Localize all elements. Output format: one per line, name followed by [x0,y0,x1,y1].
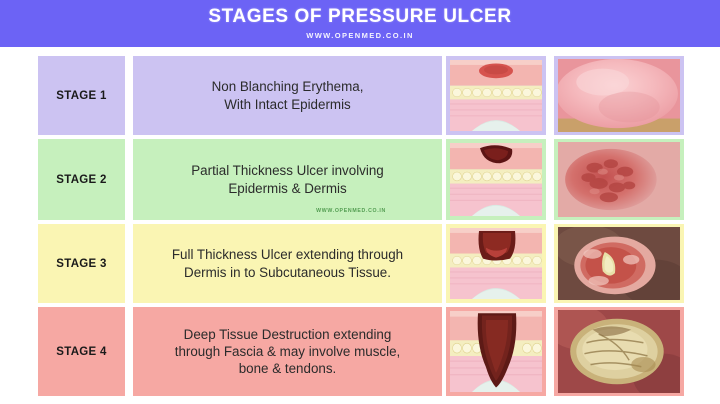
stage-description-2: Partial Thickness Ulcer involving Epider… [133,139,442,220]
stage-description-4: Deep Tissue Destruction extending throug… [133,307,442,396]
clinical-photo-stage-1 [554,56,684,135]
description-line: With Intact Epidermis [224,96,351,112]
table-row-stage-4: STAGE 4 Deep Tissue Destruction extendin… [0,307,720,396]
watermark-url: WWW.OPENMED.CO.IN [316,208,386,215]
stage-label-4: STAGE 4 [38,307,125,396]
stage-label-1: STAGE 1 [38,56,125,135]
skin-cross-section-stage-2 [446,139,546,220]
table-row-stage-2: STAGE 2 Partial Thickness Ulcer involvin… [0,139,720,220]
wound-photo-image [558,59,680,132]
clinical-photo-stage-2 [554,139,684,220]
wound-photo-image [558,310,680,393]
header-website-url: WWW.OPENMED.CO.IN [306,31,414,40]
wound-photo-image [558,227,680,300]
skin-cross-section-stage-3 [446,224,546,303]
stage-description-3: Full Thickness Ulcer extending through D… [133,224,442,303]
stage-description-1: Non Blanching Erythema, With Intact Epid… [133,56,442,135]
description-line: Epidermis & Dermis [228,180,347,196]
clinical-photo-stage-4 [554,307,684,396]
header-banner: STAGES OF PRESSURE ULCER WWW.OPENMED.CO.… [0,0,720,47]
description-line: Non Blanching Erythema, [211,79,364,95]
description-line: bone & tendons. [238,361,337,377]
description-line: Dermis in to Subcutaneous Tissue. [184,264,391,280]
skin-diagram-icon [450,60,542,131]
stages-table: STAGE 1 Non Blanching Erythema, With Int… [0,47,720,404]
description-line: Deep Tissue Destruction extending [183,326,392,342]
stage-label-3: STAGE 3 [38,224,125,303]
stage-label-2: STAGE 2 [38,139,125,220]
skin-cross-section-stage-1 [446,56,546,135]
skin-diagram-icon [450,228,542,299]
description-line: Partial Thickness Ulcer involving [191,163,384,179]
skin-diagram-icon [450,143,542,216]
description-line: Full Thickness Ulcer extending through [171,247,404,263]
wound-photo-image [558,142,680,217]
skin-diagram-icon [450,311,542,392]
table-row-stage-1: STAGE 1 Non Blanching Erythema, With Int… [0,56,720,135]
description-line: through Fascia & may involve muscle, [174,343,401,359]
skin-cross-section-stage-4 [446,307,546,396]
clinical-photo-stage-3 [554,224,684,303]
page-title: STAGES OF PRESSURE ULCER [208,6,512,27]
table-row-stage-3: STAGE 3 Full Thickness Ulcer extending t… [0,224,720,303]
